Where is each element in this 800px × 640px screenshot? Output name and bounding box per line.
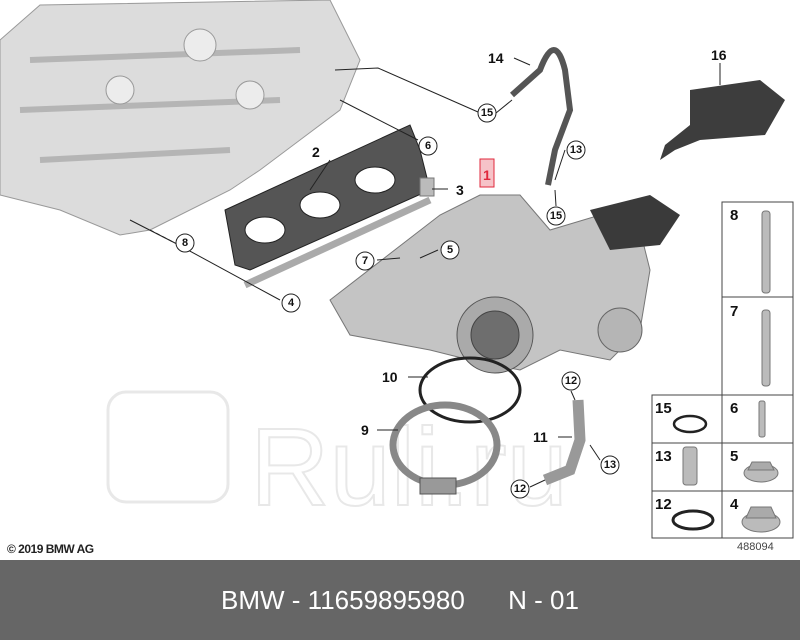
callout-3: 3 [456, 182, 464, 198]
callout-15: 15 [550, 210, 562, 222]
svg-text:Ruli.ru: Ruli.ru [250, 406, 568, 529]
studs [243, 196, 432, 289]
leader-lines [129, 57, 721, 488]
flange-nut-5-image [743, 461, 779, 483]
v-band-clamp [389, 401, 501, 495]
callout-12: 12 [514, 483, 526, 495]
dowel-pin-image [758, 400, 766, 438]
actuator [660, 80, 785, 160]
panel-number-6: 6 [730, 400, 738, 417]
panel-number-15: 15 [655, 400, 672, 417]
flange-nut-4-image [741, 506, 781, 533]
callout-14: 14 [488, 50, 504, 66]
callout-16: 16 [711, 47, 727, 63]
panel-number-13: 13 [655, 448, 672, 465]
callout-6: 6 [425, 140, 431, 152]
watermark: Ruli.ru [106, 390, 569, 530]
callout-5: 5 [447, 244, 453, 256]
callout-11: 11 [533, 429, 548, 445]
callout-13: 13 [570, 144, 582, 156]
callout-2: 2 [312, 144, 320, 160]
callout-1-highlighted: 1 [479, 158, 495, 188]
o-ring-12-image [671, 509, 715, 531]
manifold-gasket [224, 124, 431, 271]
callout-15: 15 [481, 107, 493, 119]
footer-note: N - 01 [508, 584, 579, 615]
panel-number-7: 7 [730, 303, 738, 320]
panel-number-12: 12 [655, 496, 672, 513]
callout-8: 8 [182, 237, 188, 249]
callout-4: 4 [288, 297, 295, 309]
panel-number-5: 5 [730, 448, 738, 465]
callout-13: 13 [604, 459, 616, 471]
callout-9: 9 [361, 422, 369, 438]
stud-image [761, 309, 771, 387]
parts-panel [651, 201, 794, 539]
footer-bar: BMW - 11659895980 N - 01 [0, 560, 800, 640]
oil-feed-line [510, 47, 574, 186]
stud-long-image [761, 210, 771, 294]
panel-number-4: 4 [730, 496, 739, 513]
footer-brand: BMW [221, 584, 285, 615]
diagram-id: 488094 [737, 541, 774, 553]
svg-text:1: 1 [483, 167, 491, 183]
exploded-parts-diagram: Ruli.ru [0, 0, 794, 539]
exhaust-manifold-turbocharger [329, 194, 680, 374]
callout-7: 7 [362, 255, 368, 267]
callout-circles [175, 103, 620, 499]
panel-number-8: 8 [730, 207, 738, 224]
callout-12: 12 [565, 375, 577, 387]
spacer-sleeve [419, 177, 435, 197]
turbo-gasket [418, 356, 522, 424]
o-ring-15-image [672, 414, 708, 434]
copyright-notice: © 2019 BMW AG [7, 542, 94, 556]
bolt-image [682, 446, 698, 486]
callout-10: 10 [382, 369, 398, 385]
cylinder-head [0, 0, 361, 236]
oil-return-line [542, 399, 586, 486]
footer-part-number: 11659895980 [307, 584, 465, 615]
